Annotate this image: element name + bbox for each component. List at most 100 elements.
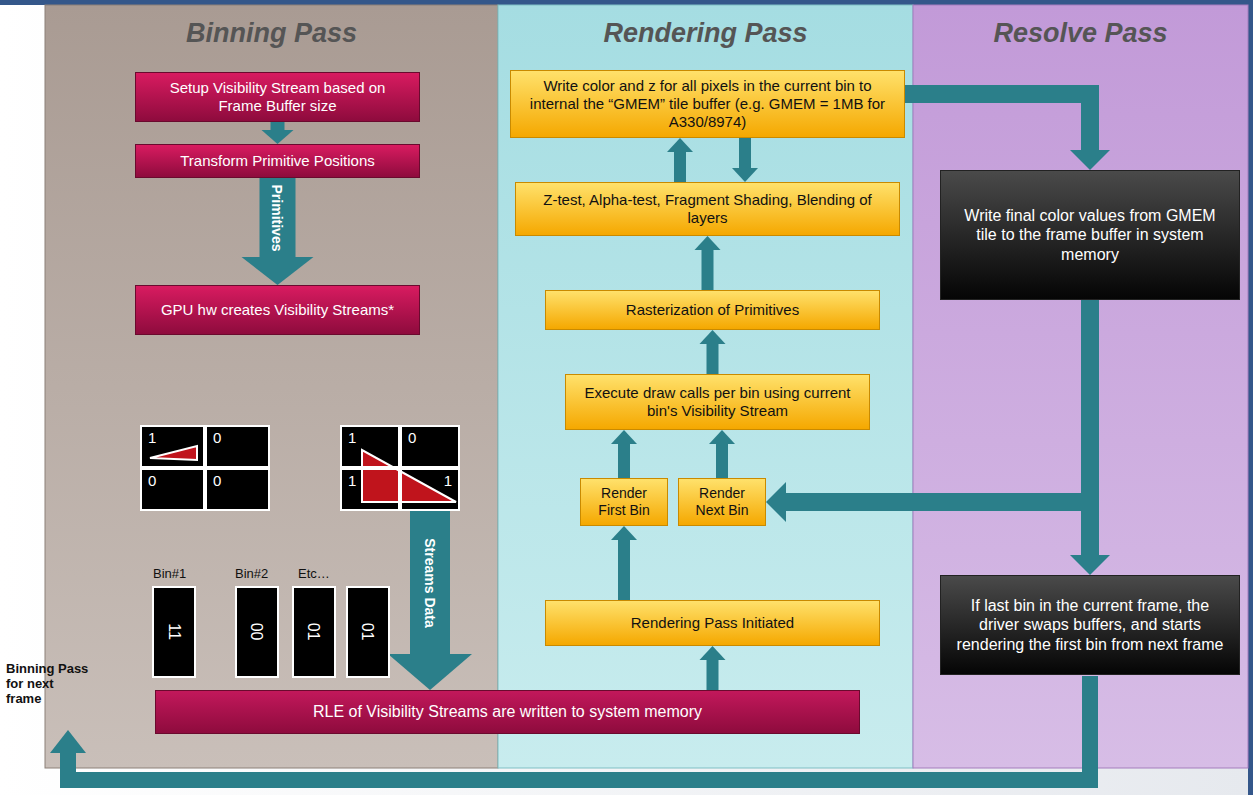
bin-label: Bin#2 [235,567,285,582]
flow-arrow [667,138,693,182]
node-text: 01 [358,623,377,641]
node-text: 1 [348,429,356,447]
resolve-panel-fill [913,5,1248,768]
arrow-head [1070,150,1110,170]
flow-arrow [695,236,721,290]
flow-arrow [262,122,294,144]
process-box: Render Next Bin [678,478,766,526]
process-box: Transform Primitive Positions [135,144,420,178]
arrow-head [611,430,637,444]
arrow-head [262,130,294,144]
arrow-head [242,257,314,285]
pass-heading: Binning Pass [45,5,498,49]
pass-panel: Rendering PassWrite color and z for all … [498,5,913,768]
node-text: RLE of Visibility Streams are written to… [313,702,702,721]
arrow-head [1070,555,1110,575]
process-box: Write final color values from GMEM tile … [940,170,1240,300]
node-text: If last bin in the current frame, the dr… [953,596,1227,654]
flow-arrow [611,430,637,478]
node-text: Write color and z for all pixels in the … [521,77,894,131]
arrow-shaft [707,344,719,374]
grid-cell: 0 [205,425,270,468]
bin-stream-box: 01 [346,586,390,678]
flow-arrow [700,646,726,690]
node-text: Render First Bin [587,485,661,519]
node-text: Z-test, Alpha-test, Fragment Shading, Bl… [526,191,889,227]
grid-cell: 0 [140,468,205,511]
arrow-head [732,168,758,182]
node-text: 01 [304,623,323,641]
arrow-head [667,138,693,152]
process-box: If last bin in the current frame, the dr… [940,575,1240,675]
pass-panel: Binning PassSetup Visibility Stream base… [45,5,498,768]
arrow-shaft [739,138,751,168]
bin-stream-box: 00 [235,586,279,678]
flow-arrow [709,430,735,478]
arrow-head [695,236,721,250]
node-text: Render Next Bin [685,485,759,519]
arrow-label: Primitives [269,184,285,251]
next-frame-arrow [50,676,1090,780]
flow-arrow [905,94,1110,170]
arrow-shaft [618,540,630,600]
bin-stream-box: 11 [152,586,196,678]
arrow-shaft [410,511,450,654]
bin-label: Etc… [298,567,348,582]
node-text: Execute draw calls per bin using current… [576,384,859,420]
node-text: GPU hw creates Visibility Streams* [161,301,394,319]
process-box: Rasterization of Primitives [545,290,880,330]
arrow-head [766,482,786,522]
arrow-shaft [271,122,285,130]
grid-cell: 0 [400,425,460,468]
process-box: Rendering Pass Initiated [545,600,880,646]
loop-note: Binning Pass for next frame [6,662,90,707]
arrow-shaft [707,660,719,690]
node-text: Transform Primitive Positions [180,152,375,170]
memory-bar: RLE of Visibility Streams are written to… [155,690,860,734]
pass-heading: Resolve Pass [913,5,1248,49]
process-box: Execute draw calls per bin using current… [565,374,870,430]
node-text: Setup Visibility Stream based on Frame B… [146,79,409,115]
primitive-triangle [362,450,456,502]
arrow-shaft [260,178,296,257]
rendering-panel-fill [498,5,913,768]
grid-cell: 1 [340,468,400,511]
process-box: Render First Bin [580,478,668,526]
process-box: Setup Visibility Stream based on Frame B… [135,72,420,122]
page-ground [0,5,1248,795]
node-text: 0 [213,472,221,490]
pass-panel: Resolve PassWrite final color values fro… [913,5,1248,768]
grid-cell: 1 [340,425,400,468]
arrow-head [700,646,726,660]
arrow-head [709,430,735,444]
node-text: Rendering Pass Initiated [631,614,794,632]
node-text: 0 [213,429,221,447]
next-frame-arrow-head [50,730,86,753]
arrow-shaft [716,444,728,478]
grid-cell: 0 [205,468,270,511]
process-box: Write color and z for all pixels in the … [510,70,905,138]
arrow-head [611,526,637,540]
grid-cell: 1 [400,468,460,511]
node-text: 1 [444,472,452,490]
primitive-triangle [150,446,197,460]
bin-label: Bin#1 [153,567,203,582]
grid-cell: 1 [140,425,205,468]
pass-heading: Rendering Pass [498,5,913,49]
flow-arrow [700,330,726,374]
node-text: Rasterization of Primitives [626,301,799,319]
binning-panel-fill [45,5,498,768]
flow-arrow [388,511,472,690]
process-box: GPU hw creates Visibility Streams* [135,285,420,335]
process-box: Z-test, Alpha-test, Fragment Shading, Bl… [515,182,900,236]
node-text: 1 [348,472,356,490]
flow-arrow [732,138,758,182]
node-text: 0 [148,472,156,490]
arrow-shaft [905,94,1090,150]
node-text: 00 [247,623,266,641]
node-text: 1 [148,429,156,447]
node-text: 11 [164,624,183,641]
flow-arrow [242,178,314,285]
arrow-head [388,654,472,690]
